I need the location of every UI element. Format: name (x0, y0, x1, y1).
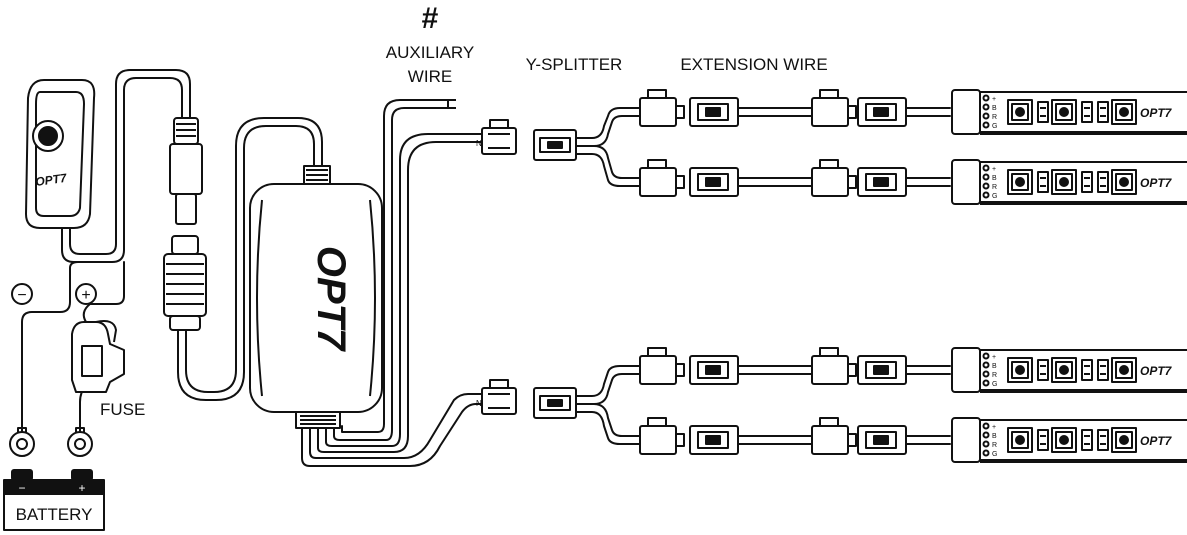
splitter-branch-bottom (575, 365, 641, 397)
auxiliary-label-line1: AUXILIARY (386, 43, 475, 62)
ring-terminal-negative (9, 427, 35, 457)
strip-logo: OPT7 (1140, 434, 1173, 448)
plus-symbol: + (81, 287, 90, 304)
pin-label: + (992, 354, 996, 361)
connector-n-bottom: N (476, 399, 482, 408)
extension-wire-lines (737, 107, 951, 445)
auxiliary-wire-tip (448, 99, 456, 109)
led-strip: + BRG OPT7 (951, 417, 1187, 463)
battery (3, 469, 105, 531)
output-connector-bottom (481, 379, 517, 415)
branch-plug (639, 89, 685, 127)
controller-logo: OPT7 (309, 246, 353, 352)
controller-input-wire (185, 117, 323, 393)
led-strip: + BRG OPT7 (951, 89, 1187, 135)
pin-label: R (992, 372, 997, 379)
y-splitter-label: Y-SPLITTER (526, 55, 623, 74)
auxiliary-label-line2: WIRE (408, 67, 452, 86)
remote-logo: OPT7 (34, 171, 68, 189)
led-strip: + BRG OPT7 (951, 159, 1187, 205)
branch-row-4: + BRG OPT7 (639, 417, 1187, 463)
branch-plug (639, 417, 685, 455)
output-connector-top (481, 119, 517, 155)
pin-label: + (992, 424, 996, 431)
ring-terminal-positive (67, 427, 93, 457)
battery-plus-sign: + (78, 481, 85, 495)
labels-layer: # AUXILIARY WIRE Y-SPLITTER EXTENSION WI… (16, 2, 828, 524)
minus-symbol-circle (11, 283, 33, 305)
output-wire-1 (301, 403, 483, 467)
hash-symbol: # (422, 2, 439, 35)
led-strip: + BRG OPT7 (951, 347, 1187, 393)
pin-label: B (992, 105, 997, 112)
fuse-label: FUSE (100, 400, 145, 419)
branch-plug (639, 159, 685, 197)
connector-n-top: N (476, 139, 482, 148)
pin-label: R (992, 442, 997, 449)
extension-connector-start (689, 97, 739, 127)
plus-symbol-circle (75, 283, 97, 305)
strip-connector (857, 167, 907, 197)
extension-connector-end (811, 347, 857, 385)
pin-label: B (992, 175, 997, 182)
barrel-jack-plug (169, 117, 203, 225)
battery-minus-sign: − (18, 481, 25, 495)
extension-wire-label: EXTENSION WIRE (680, 55, 827, 74)
battery-label: BATTERY (16, 505, 93, 524)
y-splitter-bottom (533, 387, 577, 419)
fuse-holder (71, 320, 125, 393)
remote-wire (61, 77, 183, 263)
strip-logo: OPT7 (1140, 364, 1173, 378)
output-wire-2 (317, 141, 483, 453)
pin-label: G (992, 381, 997, 388)
strip-connector (857, 97, 907, 127)
pin-label: R (992, 114, 997, 121)
extension-connector-start (689, 425, 739, 455)
strip-logo: OPT7 (1140, 176, 1173, 190)
pin-label: B (992, 433, 997, 440)
branch-row-2: + BRG OPT7 (639, 159, 1187, 205)
pin-label: G (992, 123, 997, 130)
pin-label: B (992, 363, 997, 370)
extension-connector-end (811, 89, 857, 127)
extension-connector-end (811, 417, 857, 455)
splitter-branch-top-1 (575, 107, 641, 139)
branch-row-1: + BRG OPT7 (639, 89, 1187, 135)
strip-logo: OPT7 (1140, 106, 1173, 120)
branch-plug (639, 347, 685, 385)
minus-symbol: − (17, 287, 26, 304)
pin-label: + (992, 96, 996, 103)
strip-connector (857, 425, 907, 455)
strip-connector (857, 355, 907, 385)
y-splitter-top (533, 129, 577, 161)
battery-negative-wire (21, 261, 79, 433)
auxiliary-wire (333, 107, 449, 441)
controller-box (249, 165, 383, 429)
extension-connector-start (689, 167, 739, 197)
remote-switch (25, 79, 96, 229)
barrel-jack-socket (163, 235, 207, 331)
branch-row-3: + BRG OPT7 (639, 347, 1187, 393)
extension-connector-end (811, 159, 857, 197)
pin-label: + (992, 166, 996, 173)
pin-label: G (992, 193, 997, 200)
extension-connector-start (689, 355, 739, 385)
pin-label: R (992, 184, 997, 191)
pin-label: G (992, 451, 997, 458)
